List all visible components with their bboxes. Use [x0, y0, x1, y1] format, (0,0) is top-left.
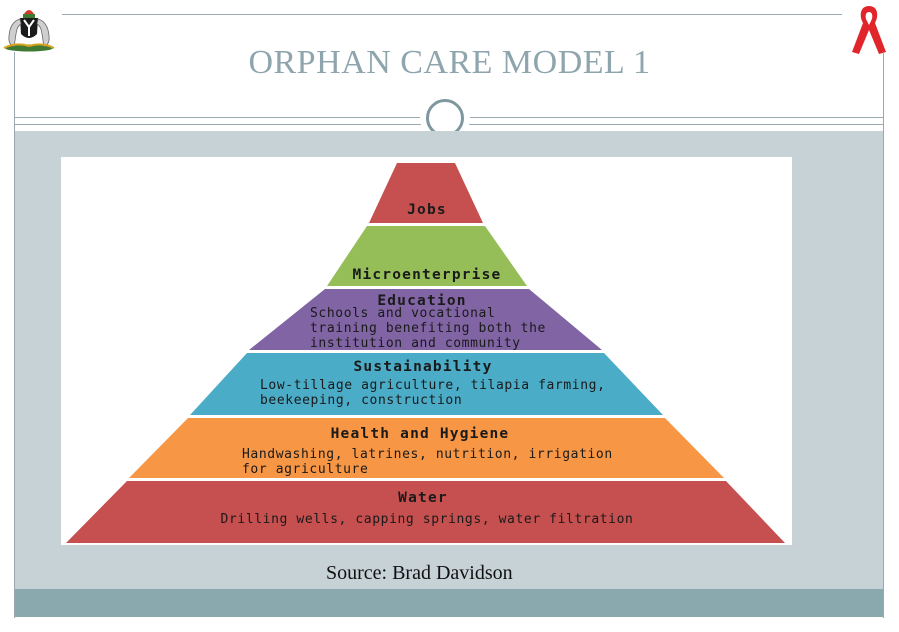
pyramid-level-title: Water — [398, 490, 448, 506]
pyramid-band — [327, 226, 527, 286]
frame-right-line — [883, 52, 884, 618]
pyramid-level-title: Education — [377, 293, 466, 309]
pyramid-level-description: Drilling wells, capping springs, water f… — [221, 512, 634, 527]
slide-title: ORPHAN CARE MODEL 1 — [248, 44, 651, 81]
pyramid-band — [249, 289, 602, 350]
pyramid-level-jobs: Jobs — [369, 163, 483, 223]
red-awareness-ribbon-icon — [852, 6, 886, 54]
pyramid-band — [369, 163, 483, 223]
pyramid-level-description: for agriculture — [242, 462, 368, 477]
pyramid-level-description: Low-tillage agriculture, tilapia farming… — [260, 378, 606, 393]
pyramid-level-title: Health and Hygiene — [331, 426, 510, 442]
pyramid-level-microenterprise: Microenterprise — [327, 226, 527, 286]
pyramid-level-title: Sustainability — [353, 359, 492, 375]
pyramid-band — [190, 353, 663, 415]
pyramid-band — [66, 481, 785, 543]
pyramid-level-description: training benefiting both the — [310, 321, 546, 336]
pyramid-level-description: Handwashing, latrines, nutrition, irriga… — [242, 447, 613, 462]
source-caption: Source: Brad Davidson — [326, 562, 513, 584]
pyramid-level-title: Microenterprise — [353, 267, 502, 283]
frame-left-line — [14, 52, 15, 618]
frame-top-line — [62, 14, 842, 15]
pyramid-band — [129, 418, 724, 478]
footer-band — [15, 589, 883, 617]
pyramid-level-title: Jobs — [407, 202, 447, 218]
pyramid-level-description: institution and community — [310, 336, 521, 351]
pyramid-level-description: Schools and vocational — [310, 306, 495, 321]
pyramid-level-description: beekeeping, construction — [260, 393, 462, 408]
coat-of-arms-icon — [3, 10, 55, 52]
